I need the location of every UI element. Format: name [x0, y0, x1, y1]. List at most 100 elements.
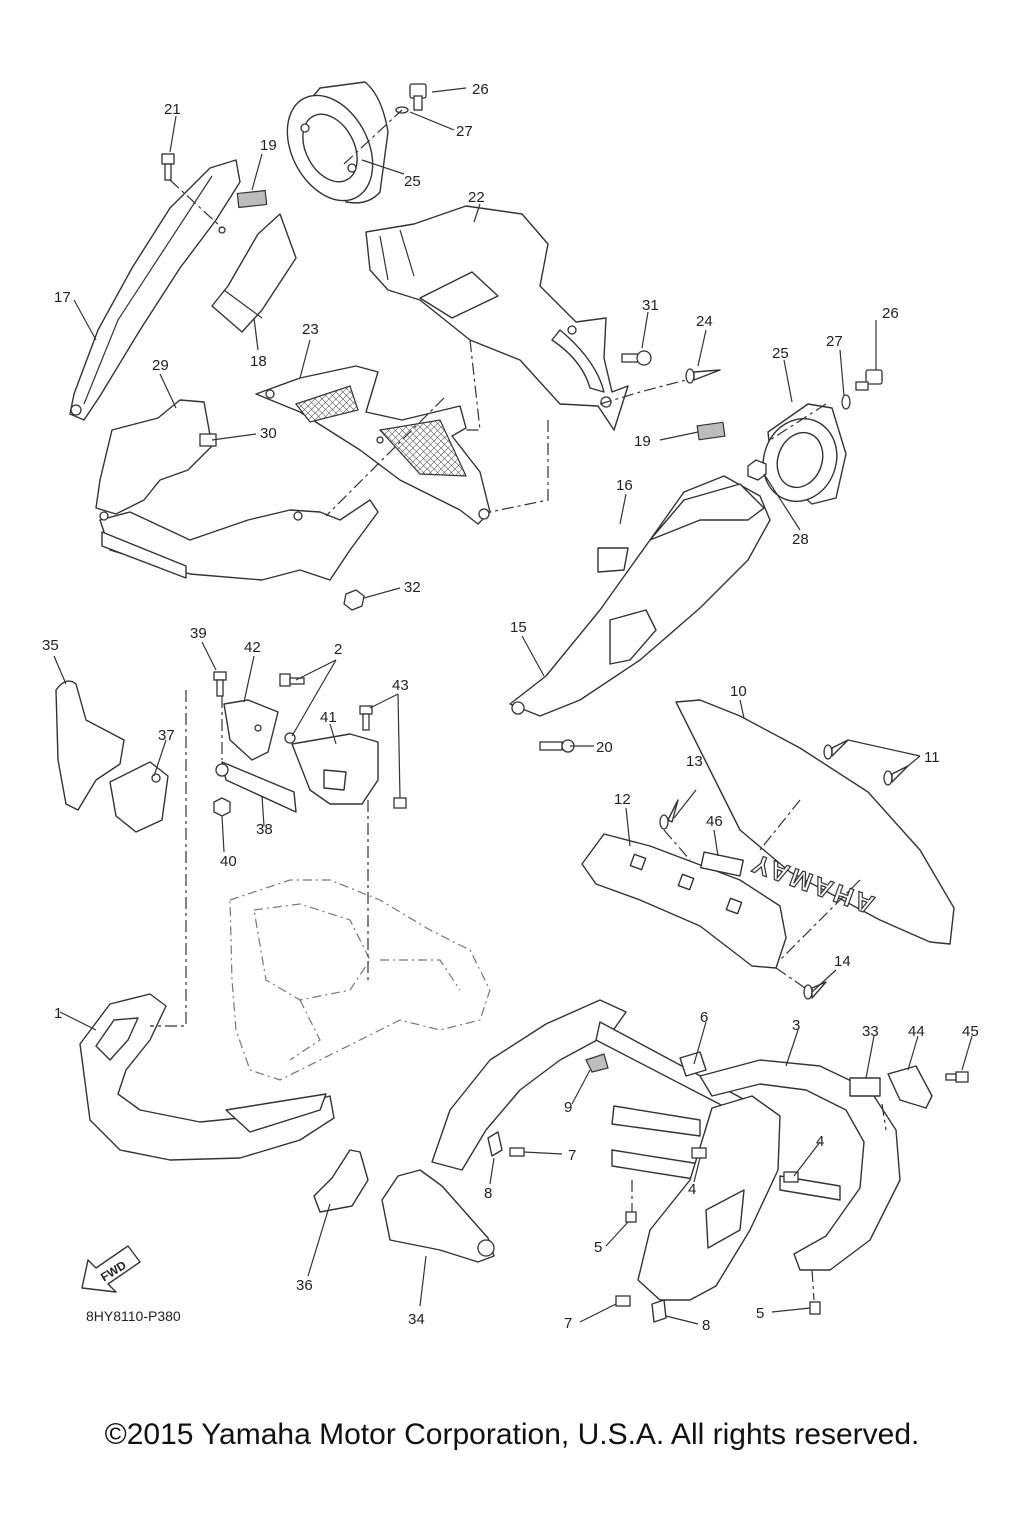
- clips-8: [487, 1131, 667, 1323]
- callout-27: 27: [826, 333, 843, 350]
- bracket-35: [55, 680, 125, 811]
- callout-36: 36: [296, 1277, 313, 1294]
- callout-11: 11: [924, 749, 940, 766]
- bolt-31: [621, 350, 652, 366]
- callout-22: 22: [468, 189, 485, 206]
- side-panel-17: [69, 159, 241, 421]
- callout-16: 16: [616, 477, 633, 494]
- callout-4: 4: [688, 1181, 696, 1198]
- side-cover-cylinder-right: [762, 403, 847, 505]
- callout-3: 3: [792, 1017, 800, 1034]
- callout-33: 33: [862, 1023, 879, 1040]
- callout-37: 37: [158, 727, 175, 744]
- bolts-7: [509, 1147, 631, 1307]
- callout-6: 6: [700, 1009, 708, 1026]
- swingarm-cover-15-16: [509, 475, 771, 717]
- callout-14: 14: [834, 953, 851, 970]
- callout-7: 7: [568, 1147, 576, 1164]
- nut-32: [343, 589, 365, 611]
- clip-9: [585, 1053, 609, 1073]
- nut-40: [213, 797, 231, 817]
- bolts-5: [625, 1211, 821, 1315]
- callout-1: 1: [54, 1005, 62, 1022]
- bracket-37: [109, 761, 169, 833]
- rod-38: [215, 761, 297, 813]
- callout-30: 30: [260, 425, 277, 442]
- drawing-code: 8HY8110-P380: [86, 1308, 181, 1324]
- bolts-2: [279, 673, 305, 744]
- panel-18: [211, 213, 297, 333]
- side-cover-cylinder-top: [286, 81, 389, 204]
- callout-41: 41: [320, 709, 337, 726]
- callout-labels: 1 2 3 4 4 5 5 6 7 7 8 8 9 10 11 12 13 14…: [42, 81, 979, 1334]
- bolt-right: [841, 369, 883, 410]
- callout-8: 8: [702, 1317, 710, 1334]
- callout-31: 31: [642, 297, 659, 314]
- callout-8: 8: [484, 1185, 492, 1202]
- callout-9: 9: [564, 1099, 572, 1116]
- callout-32: 32: [404, 579, 421, 596]
- bolt-45: [945, 1071, 969, 1083]
- bracket-41: [291, 733, 379, 805]
- callout-44: 44: [908, 1023, 925, 1040]
- label-33: [849, 1077, 881, 1097]
- rivets-11: [823, 739, 909, 786]
- pad-19-right: [696, 421, 726, 441]
- nut-28: [747, 459, 767, 481]
- callout-25: 25: [404, 173, 421, 190]
- callout-39: 39: [190, 625, 207, 642]
- rivet-14: [803, 981, 827, 1000]
- callout-15: 15: [510, 619, 527, 636]
- callout-28: 28: [792, 531, 809, 548]
- label-46: [700, 851, 744, 877]
- bracket-42: [223, 699, 279, 761]
- bolt-39: [213, 671, 227, 697]
- rivet-13: [659, 799, 679, 830]
- callout-5: 5: [756, 1305, 764, 1322]
- callout-13: 13: [686, 753, 703, 770]
- copyright-notice: ©2015 Yamaha Motor Corporation, U.S.A. A…: [104, 1418, 920, 1451]
- callout-20: 20: [596, 739, 613, 756]
- callout-7: 7: [564, 1315, 572, 1332]
- pad-19-top: [236, 189, 268, 209]
- callout-26: 26: [882, 305, 899, 322]
- callout-29: 29: [152, 357, 169, 374]
- lower-cowl-1: [79, 993, 335, 1161]
- callout-18: 18: [250, 353, 267, 370]
- frame-reference: [229, 879, 491, 1081]
- callout-40: 40: [220, 853, 237, 870]
- callout-35: 35: [42, 637, 59, 654]
- lower-panel: [637, 1095, 781, 1301]
- callout-12: 12: [614, 791, 631, 808]
- bolts-43: [359, 705, 407, 809]
- callout-10: 10: [730, 683, 747, 700]
- callout-25: 25: [772, 345, 789, 362]
- bolt-20: [539, 739, 575, 753]
- callout-19: 19: [260, 137, 277, 154]
- callout-38: 38: [256, 821, 273, 838]
- callout-23: 23: [302, 321, 319, 338]
- leader-lines: [53, 87, 973, 1325]
- callout-4: 4: [816, 1133, 824, 1150]
- upper-cover-22: [365, 205, 629, 431]
- callout-42: 42: [244, 639, 261, 656]
- bracket-36: [313, 1149, 369, 1213]
- exploded-parts-diagram: YAMAHA: [42, 81, 979, 1334]
- callout-46: 46: [706, 813, 723, 830]
- mesh-bracket-23: [255, 365, 491, 525]
- callout-21: 21: [164, 101, 181, 118]
- callout-17: 17: [54, 289, 71, 306]
- callout-43: 43: [392, 677, 409, 694]
- fwd-arrow-icon: FWD: [81, 1245, 141, 1293]
- callout-34: 34: [408, 1311, 425, 1328]
- bracket-12: [581, 833, 787, 969]
- boot-34: [381, 1169, 495, 1263]
- bracket-44: [887, 1065, 933, 1109]
- inner-duct-29: [95, 399, 379, 581]
- callout-2: 2: [334, 641, 342, 658]
- callout-24: 24: [696, 313, 713, 330]
- callout-19: 19: [634, 433, 651, 450]
- bolts-4: [691, 1147, 799, 1183]
- callout-26: 26: [472, 81, 489, 98]
- rivet-24: [685, 368, 721, 384]
